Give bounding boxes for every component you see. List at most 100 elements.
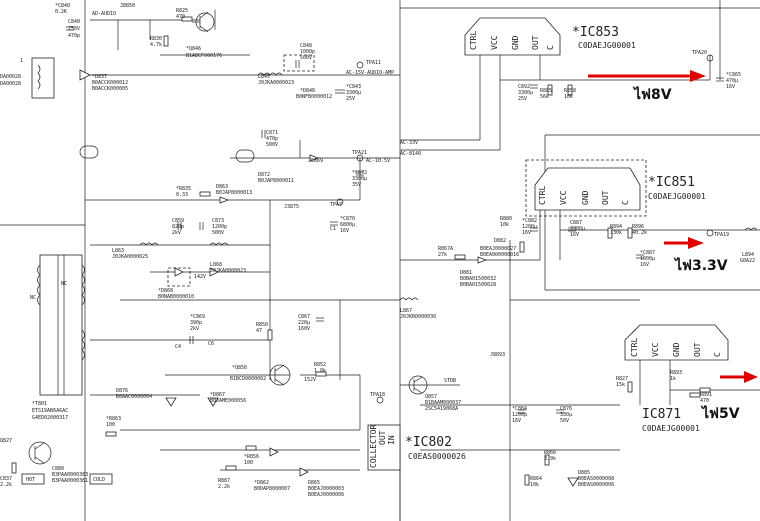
capacitors bbox=[66, 26, 724, 414]
c887b-value: 3300µ bbox=[570, 226, 585, 232]
c848-label: C848 bbox=[300, 43, 312, 49]
c876-value: 330µ bbox=[560, 412, 572, 418]
ic853-block: CTRL VCC GND OUT C *IC853 C0DAEJG00001 bbox=[464, 17, 636, 56]
d868-box bbox=[167, 267, 191, 287]
transistor-q827 bbox=[28, 441, 52, 465]
q850-part: B1BCD0000002 bbox=[230, 376, 266, 382]
c871-rating: 500V bbox=[266, 142, 278, 148]
l863-label: L863 bbox=[112, 248, 124, 254]
d848-part: B0NFB0000012 bbox=[296, 94, 332, 100]
hot-label: HOT bbox=[26, 477, 35, 483]
c887b-label: C887 bbox=[570, 220, 582, 226]
r827-label: R827 bbox=[616, 376, 628, 382]
d881-label: D881 bbox=[460, 270, 472, 276]
c840b-label: *C840 bbox=[55, 3, 70, 9]
c865-rating: 16V bbox=[726, 84, 735, 90]
stdb-label: STDB bbox=[444, 378, 456, 384]
d837-part2: B0ACCK000005 bbox=[92, 86, 128, 92]
ic853-name: *IC853 bbox=[572, 25, 619, 40]
tpa19-label: TPA19 bbox=[714, 232, 729, 238]
nc-label: NC bbox=[30, 295, 36, 301]
ic802-name: *IC802 bbox=[405, 435, 452, 450]
test-points bbox=[79, 54, 714, 404]
tpa20-label: TPA20 bbox=[692, 50, 707, 56]
c872-rating: 35V bbox=[352, 182, 361, 188]
r830-label: R830 bbox=[150, 36, 162, 42]
b0eaj-label: B0EAJ0000027 bbox=[480, 246, 516, 252]
ic871-pin-gnd: GND bbox=[672, 342, 681, 357]
r893-value: 1k bbox=[670, 376, 676, 382]
ic851-pin-vcc: VCC bbox=[559, 190, 568, 205]
d863-part: B0JAP8000013 bbox=[216, 190, 252, 196]
ic851-pin-c: C bbox=[621, 200, 630, 205]
q846-part: B1ABCF000176 bbox=[186, 53, 222, 59]
resistors bbox=[11, 16, 711, 486]
r891-label: R891 bbox=[700, 392, 712, 398]
l863-part: J0JKA0000025 bbox=[112, 254, 148, 260]
r856-label: *R856 bbox=[244, 454, 259, 460]
d862-label: *D862 bbox=[254, 480, 269, 486]
q850-label: *Q850 bbox=[232, 365, 247, 371]
c869-rating: 2kV bbox=[190, 326, 199, 332]
annotation-5v: ไฟ5V bbox=[700, 404, 740, 422]
c880-part1: B3PAA0000363 bbox=[52, 472, 88, 478]
ad-audio-label: AD-AUDIO bbox=[92, 11, 116, 17]
c848-value: 1000p bbox=[300, 49, 315, 55]
r867a-label: R867A bbox=[438, 246, 453, 252]
ic851-pin-gnd: GND bbox=[581, 190, 590, 205]
arrowhead-5v bbox=[744, 371, 758, 383]
r866-value: 3.9k bbox=[544, 456, 556, 462]
c880-part2: B3PAA0000361 bbox=[52, 478, 88, 484]
c859-value: 820p bbox=[172, 224, 184, 230]
c870-value: 6800µ bbox=[340, 222, 355, 228]
d865-part2: B0EAJ0000006 bbox=[308, 492, 344, 498]
ic871-pin-vcc: VCC bbox=[651, 342, 660, 357]
ac33v-label: AC-33V bbox=[400, 140, 418, 146]
ic871-name: IC871 bbox=[642, 407, 681, 422]
ic802-pin-in: IN bbox=[387, 435, 396, 445]
ic853-pin-ctrl: CTRL bbox=[469, 31, 478, 50]
q857-part2: 2SC5419068A bbox=[425, 406, 458, 412]
r880-value: 10k bbox=[500, 222, 509, 228]
q857-part1: B1BAAM000037 bbox=[425, 400, 461, 406]
tpa21-label: TPA21 bbox=[352, 150, 367, 156]
j5869-label: J5869 bbox=[308, 158, 323, 164]
r887-label: R887 bbox=[218, 478, 230, 484]
da-label-2: DA00028 bbox=[0, 81, 21, 87]
c884-label: *C884 bbox=[512, 406, 527, 412]
annotation-arrows bbox=[588, 70, 758, 383]
r835-label: *R835 bbox=[176, 186, 191, 192]
annotation-8v: ไฟ8V bbox=[632, 85, 672, 103]
c876-rating: 50V bbox=[560, 418, 569, 424]
nc-label-2: NC bbox=[61, 281, 67, 287]
ic853-pin-c: C bbox=[546, 45, 555, 50]
r867a-value: 27k bbox=[438, 252, 447, 258]
ic871-block: CTRL VCC GND OUT C IC871 C0DAEJG00001 bbox=[624, 324, 729, 433]
q857-label: Q857 bbox=[425, 394, 437, 400]
transistor-q846 bbox=[192, 11, 215, 33]
ic871-part: C0DAEJG00001 bbox=[642, 424, 700, 433]
r887-value: 2.2k bbox=[218, 484, 230, 490]
c843-value: 3300µ bbox=[346, 90, 361, 96]
r896-label: R896 bbox=[632, 224, 644, 230]
annotation-33v: ไฟ3.3V bbox=[673, 256, 728, 274]
d865-part1: B0EAJ0000003 bbox=[308, 486, 344, 492]
c887b-rating: 16V bbox=[570, 232, 579, 238]
c887-value: 1000µ bbox=[640, 256, 655, 262]
d881-part1: B0BA01500032 bbox=[460, 276, 496, 282]
d885-part1: B0EAS0000008 bbox=[578, 476, 614, 482]
d865-label: D865 bbox=[308, 480, 320, 486]
ic853-pin-out: OUT bbox=[531, 35, 540, 50]
c869-value: 390p bbox=[190, 320, 202, 326]
d837-label: *D837 bbox=[92, 74, 107, 80]
r858-value: 10k bbox=[564, 94, 573, 100]
d885-part2: B0EAS0000006 bbox=[578, 482, 614, 488]
ic851-part: C0DAEJG00001 bbox=[648, 192, 706, 201]
c870-label: *C870 bbox=[340, 216, 355, 222]
r880-label: R880 bbox=[500, 216, 512, 222]
c873-rating: 500V bbox=[212, 230, 224, 236]
r894-label: R894 bbox=[610, 224, 622, 230]
r885-label: R885 bbox=[540, 88, 552, 94]
c6-label: C6 bbox=[208, 341, 214, 347]
